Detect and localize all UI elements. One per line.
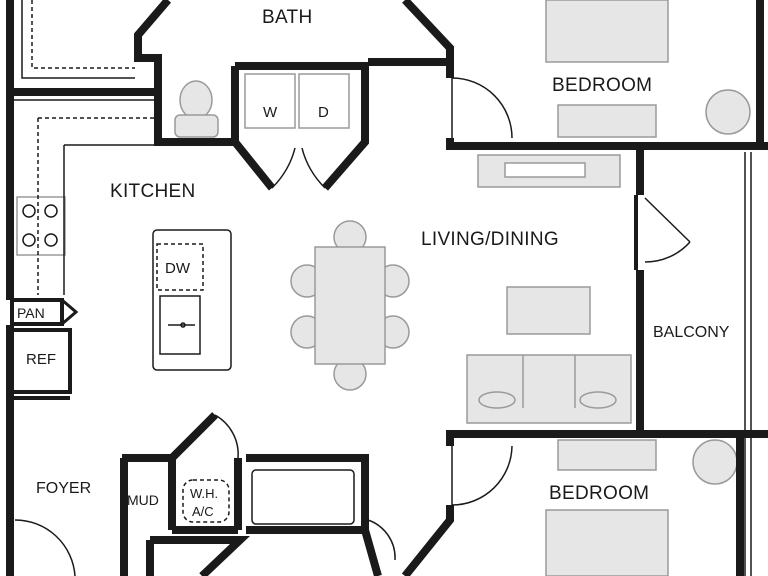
wall [10, 0, 172, 96]
sofa [466, 354, 632, 424]
water-heater-label: W.H. [190, 486, 219, 501]
thin-walls [8, 195, 638, 400]
wall [446, 430, 768, 446]
doors [14, 77, 691, 576]
pantry-door-icon [61, 298, 79, 326]
furniture-layer [16, 0, 751, 576]
door-swing-bedroom-top[interactable] [451, 77, 513, 139]
pantry-box [10, 298, 64, 326]
stove-burners [22, 204, 58, 247]
bed-bottom [545, 509, 669, 576]
door-swing-bath-bottom[interactable] [367, 519, 396, 561]
stove [16, 196, 66, 256]
bed-top [545, 0, 669, 63]
water-heater-outline [182, 479, 230, 523]
wall [154, 92, 235, 146]
room-label-balcony: BALCONY [653, 324, 730, 341]
toilet-bowl [179, 80, 213, 120]
coffee-table [506, 286, 591, 335]
counter-lines [14, 0, 752, 576]
armchair-top [705, 89, 751, 135]
wall [401, 505, 454, 576]
wall [246, 454, 369, 534]
washer [244, 73, 296, 129]
room-label-kitchen: KITCHEN [110, 181, 196, 202]
door-swing-balcony[interactable] [644, 197, 691, 263]
tv-unit [504, 162, 586, 178]
room-label-bedroom-bottom: BEDROOM [549, 483, 650, 504]
wall [446, 138, 768, 150]
pillow [478, 391, 516, 409]
burner [22, 204, 36, 218]
burner [44, 204, 58, 218]
fridge-box [8, 328, 72, 394]
wall [235, 62, 369, 191]
dishwasher-outline [156, 243, 204, 291]
door-swing-laundry-right[interactable] [301, 147, 326, 189]
walls [6, 0, 768, 576]
closet-shelf [31, 0, 135, 69]
room-label-bath: BATH [262, 7, 313, 28]
wall [122, 412, 218, 462]
dashed-lines [31, 0, 155, 295]
dryer [298, 73, 350, 129]
closet-outline [21, 0, 135, 79]
faucet-knob [180, 322, 186, 328]
wall [368, 0, 454, 66]
washer-label: W [263, 104, 278, 121]
burner [44, 233, 58, 247]
dining-table [314, 246, 386, 365]
armchair-bottom [692, 439, 738, 485]
wall [361, 528, 382, 576]
room-label-foyer: FOYER [36, 480, 92, 497]
ac-label: A/C [192, 504, 214, 519]
room-label-living-dining: LIVING/DINING [421, 229, 559, 250]
dryer-label: D [318, 104, 329, 121]
sink-faucet [168, 322, 195, 328]
refrigerator-label: REF [26, 351, 56, 368]
burner [22, 233, 36, 247]
door-swing-bedroom-bottom[interactable] [451, 445, 513, 506]
door-swing-mud[interactable] [214, 414, 239, 459]
dishwasher-label: DW [165, 260, 190, 277]
bathtub [251, 469, 355, 525]
mudroom-label: MUD [127, 492, 159, 508]
wall [231, 66, 276, 191]
room-label-bedroom-top: BEDROOM [552, 75, 653, 96]
wall [150, 536, 251, 576]
nightstand-top [557, 104, 657, 138]
nightstand-bottom [557, 439, 657, 471]
door-swing-foyer[interactable] [14, 519, 76, 576]
toilet-tank [174, 114, 219, 138]
door-swing-laundry-left[interactable] [271, 147, 296, 189]
pillow [579, 391, 617, 409]
pantry-label: PAN [17, 305, 45, 321]
